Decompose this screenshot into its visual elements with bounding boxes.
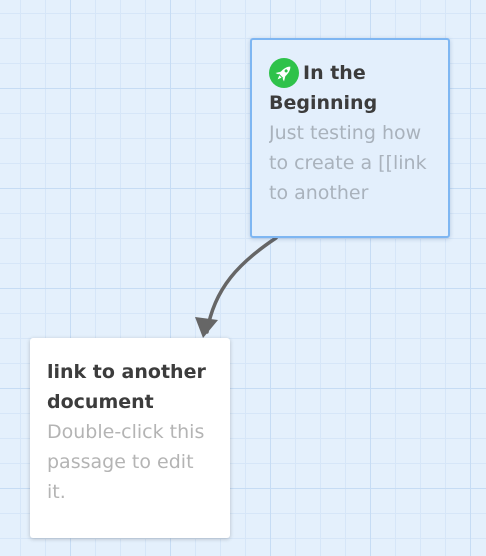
rocket-icon bbox=[269, 58, 299, 88]
passage-link-arrow bbox=[205, 236, 278, 334]
passage-card-start[interactable]: In the Beginning Just testing how to cre… bbox=[250, 38, 450, 238]
passage-card[interactable]: link to another document Double-click th… bbox=[30, 338, 230, 538]
passage-title: link to another document bbox=[47, 361, 206, 413]
passage-title-text: In the Beginning bbox=[269, 62, 378, 114]
passage-excerpt: Double-click this passage to edit it. bbox=[47, 421, 205, 503]
link-arrowhead bbox=[195, 317, 218, 338]
passage-title: In the Beginning bbox=[269, 58, 432, 118]
passage-excerpt: Just testing how to create a [[link to a… bbox=[269, 122, 427, 204]
